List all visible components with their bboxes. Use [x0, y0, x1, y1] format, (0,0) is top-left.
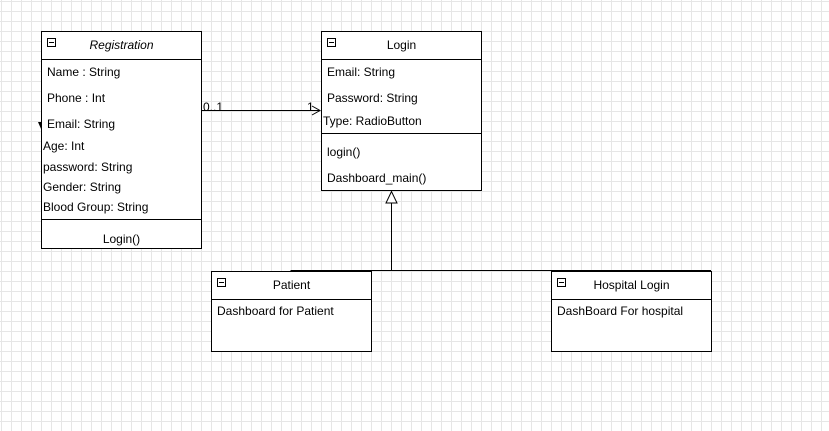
registration-attr-password[interactable]: password: String — [43, 160, 133, 174]
registration-attr-blood-group[interactable]: Blood Group: String — [43, 200, 149, 214]
registration-header[interactable]: Registration — [42, 32, 201, 60]
login-header[interactable]: Login — [322, 32, 481, 60]
patient-header[interactable]: Patient — [212, 272, 371, 300]
registration-method-login[interactable]: Login() — [102, 232, 141, 246]
collapse-icon[interactable] — [557, 278, 566, 287]
patient-class[interactable]: Patient Dashboard for Patient — [211, 271, 372, 352]
hospital-login-header[interactable]: Hospital Login — [552, 272, 711, 300]
login-class[interactable]: Login Email: String Password: String Typ… — [321, 31, 482, 191]
hospital-login-title: Hospital Login — [593, 278, 670, 292]
collapse-icon[interactable] — [217, 278, 226, 287]
patient-title: Patient — [272, 278, 311, 292]
registration-attr-phone[interactable]: Phone : Int — [47, 91, 106, 105]
hospital-login-class[interactable]: Hospital Login DashBoard For hospital — [551, 271, 712, 352]
login-title: Login — [386, 38, 417, 52]
hospital-login-body[interactable]: DashBoard For hospital — [557, 304, 684, 318]
collapse-icon[interactable] — [327, 38, 336, 47]
registration-title: Registration — [89, 38, 154, 52]
registration-separator — [42, 219, 201, 220]
login-attr-password[interactable]: Password: String — [327, 91, 418, 105]
registration-attr-email[interactable]: Email: String — [47, 117, 116, 131]
login-method-dashboard-main[interactable]: Dashboard_main() — [327, 171, 427, 185]
login-separator — [322, 133, 481, 134]
source-multiplicity: 0..1 — [203, 100, 224, 114]
target-multiplicity: 1 — [307, 100, 314, 114]
login-method-login[interactable]: login() — [327, 145, 361, 159]
login-attr-type[interactable]: Type: RadioButton — [323, 114, 422, 128]
registration-class[interactable]: Registration Name : String Phone : Int E… — [41, 31, 202, 249]
collapse-icon[interactable] — [47, 38, 56, 47]
login-attr-email[interactable]: Email: String — [327, 65, 396, 79]
generalization-line[interactable] — [290, 270, 711, 272]
patient-body[interactable]: Dashboard for Patient — [217, 304, 334, 318]
registration-attr-name[interactable]: Name : String — [47, 65, 121, 79]
registration-attr-gender[interactable]: Gender: String — [43, 180, 122, 194]
registration-attr-age[interactable]: Age: Int — [43, 139, 85, 153]
generalization-triangle-icon — [385, 190, 398, 204]
association-arrowhead — [311, 105, 322, 116]
